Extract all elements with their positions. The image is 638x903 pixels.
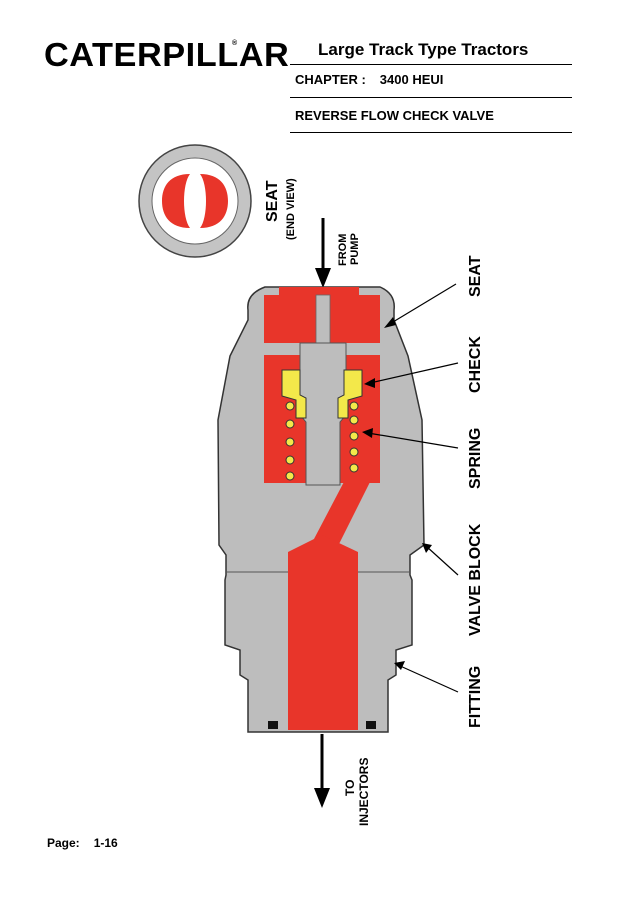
chamber-wall-right: [380, 295, 384, 485]
leader-arrowheads: [362, 317, 432, 670]
to-injectors-label: TO: [343, 780, 357, 796]
inlet-passage-right: [330, 295, 382, 343]
seat-end-view-sublabel: (END VIEW): [285, 178, 297, 240]
check-leader: [369, 362, 459, 384]
inlet-passage-left: [264, 295, 316, 343]
chapter-line: CHAPTER : 3400 HEUI: [295, 72, 443, 87]
page-footer: Page: 1-16: [47, 836, 118, 850]
header-divider: [290, 132, 572, 133]
seat-inlet-oil: [279, 287, 359, 295]
seat-label: SEAT: [467, 255, 484, 297]
chapter-label: CHAPTER :: [295, 72, 366, 87]
chapter-value: 3400 HEUI: [379, 72, 444, 87]
valve-block-label: VALVE BLOCK: [467, 523, 484, 636]
header-divider: [290, 97, 572, 98]
fitting-leader: [397, 664, 459, 693]
spring-leader: [367, 432, 459, 449]
to-injectors-sublabel: INJECTORS: [357, 758, 371, 826]
seat-leader: [387, 283, 457, 326]
registered-mark: ®: [232, 40, 238, 47]
outlet-bore: [288, 535, 358, 730]
seat-end-view-label: SEAT: [264, 180, 281, 222]
spring: [285, 401, 359, 481]
to-injectors-arrow: [314, 734, 330, 808]
seal-left: [268, 721, 278, 729]
seal-right: [366, 721, 376, 729]
seat-end-view: [138, 144, 252, 258]
check-valve-left: [281, 369, 307, 419]
leader-lines: [367, 283, 459, 693]
from-pump-arrow: [315, 218, 331, 288]
chamber-wall-left: [260, 295, 264, 485]
seat-port-right: [200, 174, 228, 228]
section-title: REVERSE FLOW CHECK VALVE: [295, 108, 494, 123]
fitting-label: FITTING: [467, 666, 484, 728]
page-label: Page:: [47, 836, 80, 850]
check-label: CHECK: [467, 336, 484, 393]
valve-block-leader: [425, 545, 459, 576]
header-divider: [290, 64, 572, 65]
page-number: 1-16: [93, 836, 118, 850]
document-title: Large Track Type Tractors: [318, 40, 529, 59]
check-valve-right: [337, 369, 363, 419]
from-pump-sublabel: PUMP: [349, 233, 361, 265]
seat-center-web: [315, 294, 331, 344]
caterpillar-logo: CATERPILLAR: [44, 36, 290, 73]
from-pump-label: FROM: [337, 234, 349, 266]
check-valve: [281, 369, 363, 419]
seat-port-left: [162, 174, 190, 228]
spring-label: SPRING: [467, 428, 484, 489]
